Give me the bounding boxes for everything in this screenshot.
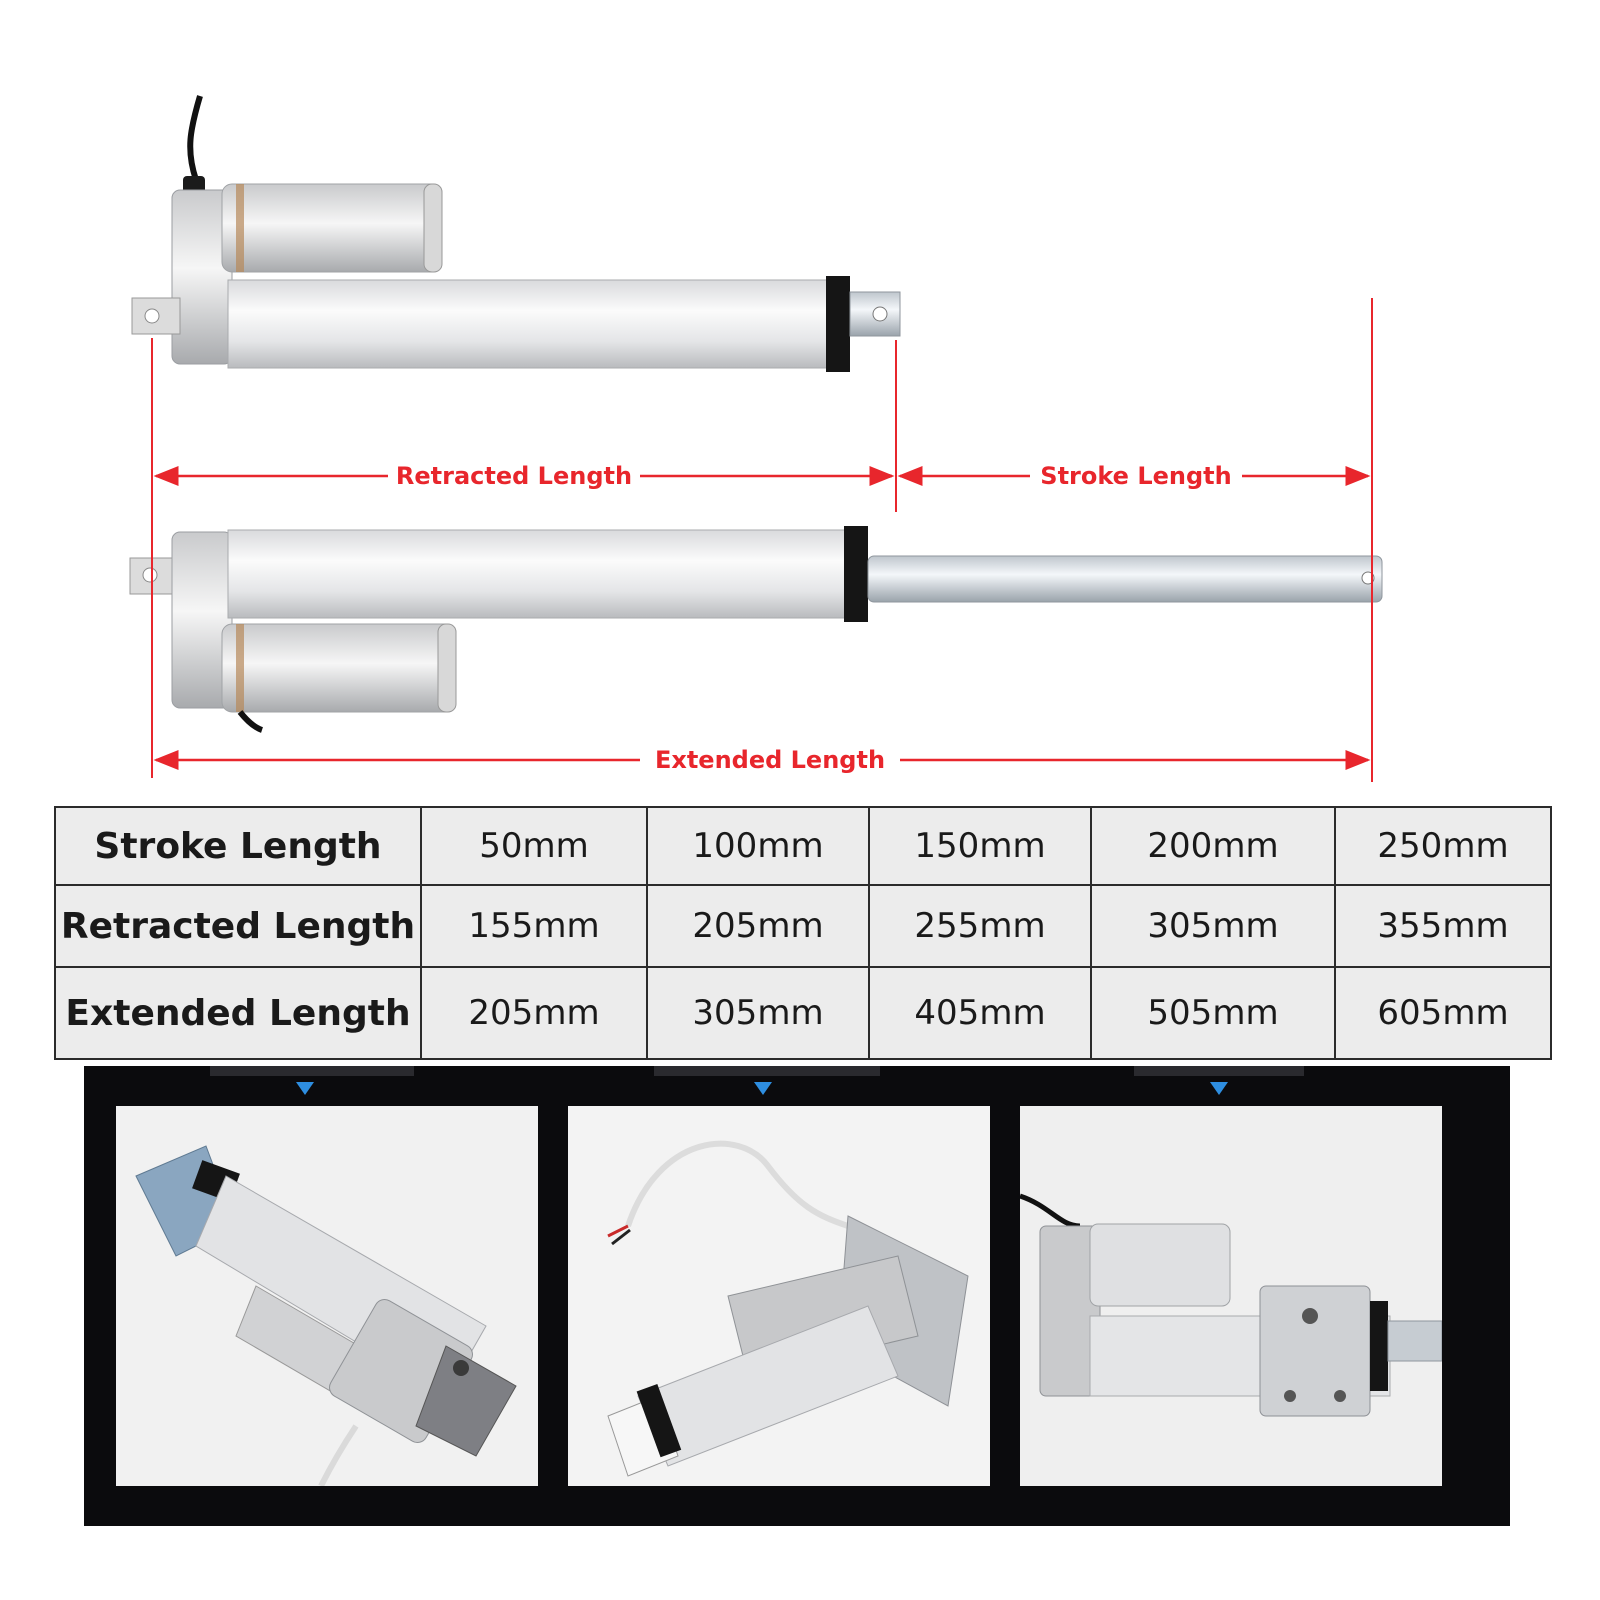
table-cell: 205mm <box>646 884 870 968</box>
table-cell: 155mm <box>420 884 648 968</box>
retracted-actuator <box>131 95 901 372</box>
table-cell: 250mm <box>1334 806 1552 886</box>
caption-tab <box>1134 1066 1304 1076</box>
row-header: Retracted Length <box>54 884 422 968</box>
photo-plate-mount <box>568 1106 990 1486</box>
extended-length-dimension: Extended Length <box>153 746 1371 774</box>
table-cell: 200mm <box>1090 806 1336 886</box>
stroke-length-label: Stroke Length <box>1040 462 1231 490</box>
table-cell: 255mm <box>868 884 1092 968</box>
photo-clamp-mount <box>1020 1106 1442 1486</box>
table-cell: 205mm <box>420 966 648 1060</box>
pointer-down-icon <box>1210 1082 1228 1095</box>
retracted-length-label: Retracted Length <box>396 462 632 490</box>
dimension-reference-lines <box>151 298 1373 782</box>
pointer-down-icon <box>754 1082 772 1095</box>
table-cell: 505mm <box>1090 966 1336 1060</box>
extended-length-label: Extended Length <box>655 746 885 774</box>
row-header: Extended Length <box>54 966 422 1060</box>
caption-tab <box>654 1066 880 1076</box>
retracted-length-dimension: Retracted Length <box>153 462 895 490</box>
table-cell: 150mm <box>868 806 1092 886</box>
table-row-stroke: Stroke Length 50mm 100mm 150mm 200mm 250… <box>54 806 1552 886</box>
table-cell: 50mm <box>420 806 648 886</box>
extended-actuator <box>129 526 1383 733</box>
row-header: Stroke Length <box>54 806 422 886</box>
table-cell: 305mm <box>1090 884 1336 968</box>
table-row-retracted: Retracted Length 155mm 205mm 255mm 305mm… <box>54 884 1552 968</box>
table-cell: 305mm <box>646 966 870 1060</box>
table-cell: 605mm <box>1334 966 1552 1060</box>
table-cell: 100mm <box>646 806 870 886</box>
table-row-extended: Extended Length 205mm 305mm 405mm 505mm … <box>54 966 1552 1060</box>
table-cell: 355mm <box>1334 884 1552 968</box>
pointer-down-icon <box>296 1082 314 1095</box>
mounting-photo-strip <box>84 1066 1510 1526</box>
stroke-length-dimension: Stroke Length <box>897 462 1371 490</box>
caption-tab <box>210 1066 414 1076</box>
photo-bracket-mount <box>116 1106 538 1486</box>
table-cell: 405mm <box>868 966 1092 1060</box>
actuator-dimension-diagram: Retracted Length Stroke Length Extended … <box>129 95 1383 782</box>
spec-table: Stroke Length 50mm 100mm 150mm 200mm 250… <box>54 806 1552 1060</box>
